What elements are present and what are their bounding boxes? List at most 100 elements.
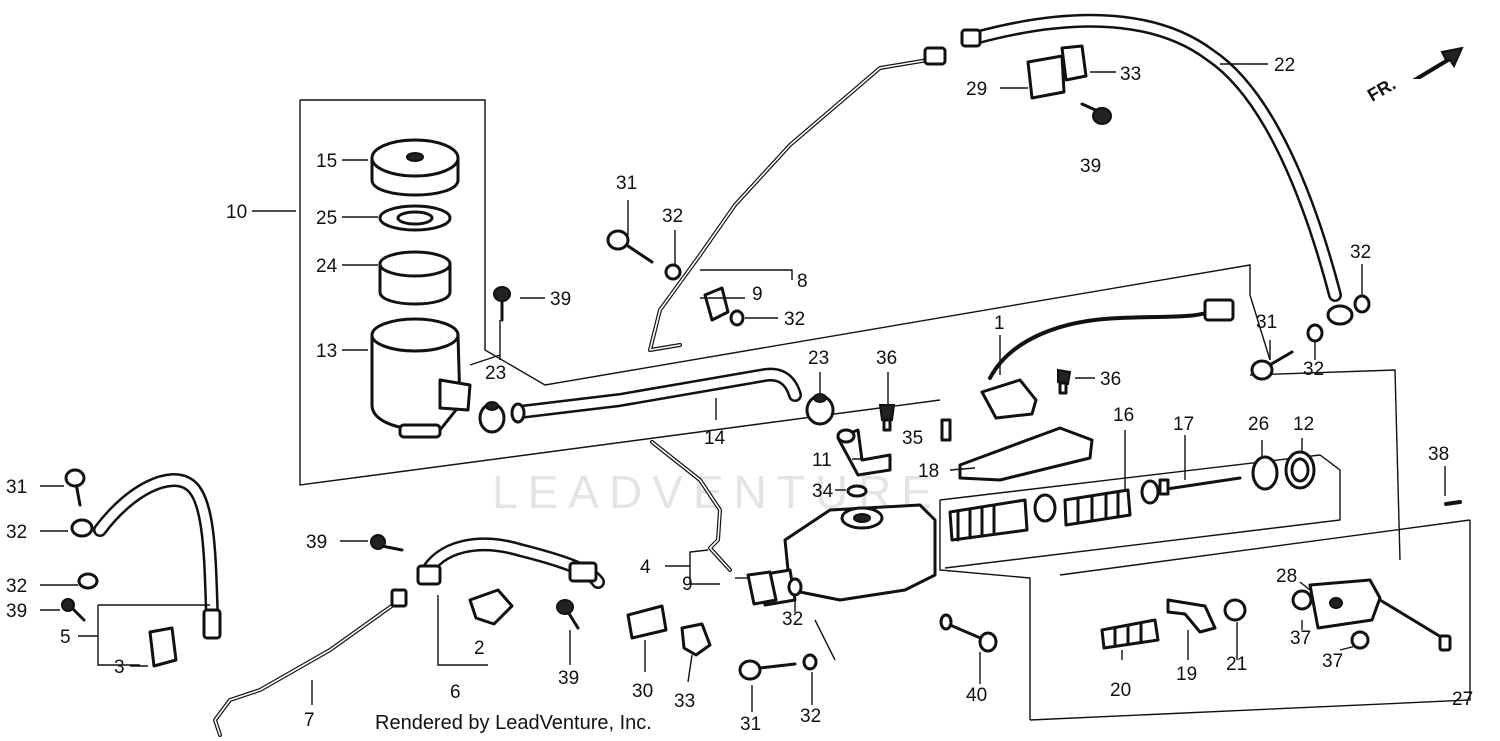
joint-fitting-lower <box>746 570 778 606</box>
bolt-bracket <box>556 599 580 630</box>
callout-29: 29 <box>966 79 987 100</box>
callout-31b: 31 <box>1256 312 1277 333</box>
clutch-hose-lower <box>416 537 605 589</box>
callout-12: 12 <box>1293 414 1314 435</box>
callout-31c: 31 <box>740 714 761 735</box>
callout-31a: 31 <box>616 173 637 194</box>
o-ring <box>846 484 868 498</box>
washer-lower-joint <box>787 577 803 597</box>
callout-39b: 39 <box>1080 156 1101 177</box>
reservoir-hose <box>510 367 802 424</box>
callout-33b: 33 <box>674 691 695 712</box>
callout-10: 10 <box>226 202 247 223</box>
dust-boot <box>1063 488 1132 527</box>
callout-39a: 39 <box>550 289 571 310</box>
callout-3: 3 <box>114 657 125 678</box>
callout-28: 28 <box>1276 566 1297 587</box>
callout-5: 5 <box>60 627 71 648</box>
reservoir-cap <box>370 138 460 197</box>
slave-cylinder-hose <box>93 473 222 640</box>
callout-32g: 32 <box>6 522 27 543</box>
flare-bolt-right <box>1250 350 1294 381</box>
mounting-bolt <box>939 613 998 653</box>
bleeder-cap <box>940 418 952 442</box>
hose-clip-lower <box>680 622 712 657</box>
clevis <box>1308 578 1382 630</box>
washer-upper-joint <box>729 309 745 327</box>
callout-39e: 39 <box>6 601 27 622</box>
callout-38: 38 <box>1428 444 1449 465</box>
callout-33a: 33 <box>1120 64 1141 85</box>
callout-39c: 39 <box>558 668 579 689</box>
nut <box>1223 598 1247 622</box>
callout-11: 11 <box>812 450 832 471</box>
callout-4: 4 <box>640 557 651 578</box>
clevis-pin <box>1378 598 1452 652</box>
callout-22: 22 <box>1274 55 1295 76</box>
washer-upper-left <box>664 263 682 281</box>
callout-15: 15 <box>316 151 337 172</box>
washer-right-a <box>1306 323 1324 343</box>
yoke-arm <box>1166 598 1217 634</box>
front-arrow-icon <box>1412 46 1464 79</box>
circlip <box>1251 455 1279 491</box>
front-direction-label: FR. <box>1364 74 1399 106</box>
switch-bracket <box>958 426 1094 482</box>
spring-set <box>1100 618 1160 650</box>
bolt-lower-hose <box>370 534 404 552</box>
cup-seal <box>1033 493 1057 523</box>
reservoir-diaphragm <box>378 250 452 306</box>
callout-23b: 23 <box>808 348 829 369</box>
callout-32f: 32 <box>800 706 821 727</box>
callout-25: 25 <box>316 208 337 229</box>
callout-32e: 32 <box>782 609 803 630</box>
callout-32b: 32 <box>784 309 805 330</box>
clevis-washer-upper <box>1291 589 1313 611</box>
leader-lines <box>40 63 1446 712</box>
callout-17: 17 <box>1173 414 1194 435</box>
callout-14: 14 <box>704 428 726 449</box>
reservoir-tank <box>370 317 472 439</box>
callout-32h: 32 <box>6 576 27 597</box>
cotter-pin <box>1444 500 1462 506</box>
callout-23a: 23 <box>485 363 506 384</box>
callout-39d: 39 <box>306 532 327 553</box>
callout-24: 24 <box>316 256 338 277</box>
hose-bracket-lower <box>626 604 668 640</box>
diaphragm-plate <box>378 204 452 232</box>
callout-8: 8 <box>797 271 808 292</box>
callout-37a: 37 <box>1290 628 1311 649</box>
callout-numbers: 15 25 24 13 10 23 39 31 32 8 9 32 14 23 … <box>6 55 1473 735</box>
hose-bracket <box>1026 44 1088 100</box>
callout-16: 16 <box>1113 405 1134 426</box>
bolt-reservoir <box>493 286 511 322</box>
footer-credit: Rendered by LeadVenture, Inc. <box>375 712 652 734</box>
callout-36b: 36 <box>1100 369 1121 390</box>
callout-32a: 32 <box>662 206 683 227</box>
callout-18: 18 <box>918 461 939 482</box>
piston-assembly <box>948 498 1029 542</box>
clutch-pipe-lower <box>650 440 732 572</box>
callout-31d: 31 <box>6 477 27 498</box>
hose-joint <box>468 588 514 626</box>
washer-left-b <box>77 572 99 590</box>
hose-clip-left <box>148 626 178 668</box>
callout-19: 19 <box>1176 664 1197 685</box>
callout-9a: 9 <box>752 284 763 305</box>
washer-right-b <box>1353 294 1371 314</box>
callout-13: 13 <box>316 341 337 362</box>
bleeder-screw-upper <box>878 404 896 432</box>
reservoir-group-frame <box>299 99 1271 486</box>
push-rod <box>1140 476 1242 505</box>
callout-21: 21 <box>1226 654 1247 675</box>
hose-clamp-right <box>805 393 835 426</box>
callout-9b: 9 <box>682 574 693 595</box>
callout-6: 6 <box>450 682 461 703</box>
bushing <box>1284 450 1316 490</box>
callout-32c: 32 <box>1303 359 1324 380</box>
callout-36a: 36 <box>876 348 897 369</box>
flare-bolt-lower <box>738 659 797 681</box>
clevis-washer-lower <box>1350 630 1370 650</box>
callout-35: 35 <box>902 428 923 449</box>
callout-20: 20 <box>1110 680 1131 701</box>
